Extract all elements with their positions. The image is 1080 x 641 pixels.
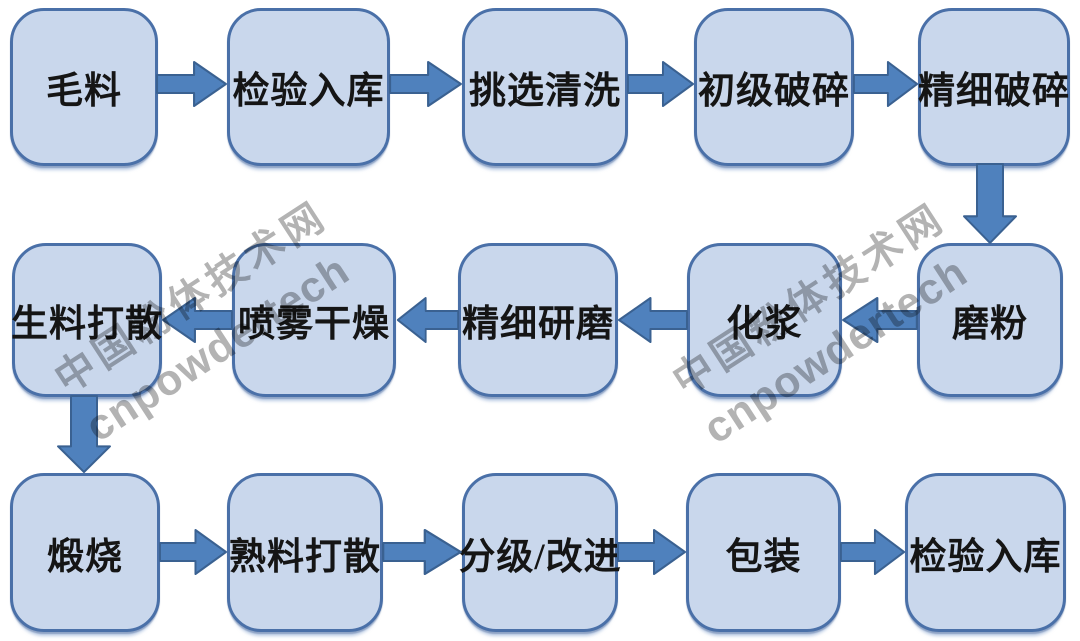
- flow-step-label: 煅烧: [47, 536, 123, 578]
- flow-step-box: 煅烧: [10, 473, 160, 632]
- flow-arrow-right-icon: [389, 61, 462, 107]
- flow-step-box: 分级/改进: [458, 473, 621, 632]
- flow-arrow-down-icon: [57, 395, 111, 474]
- flow-arrow-left-icon: [618, 297, 688, 343]
- flow-step-box: 挑选清洗: [462, 8, 628, 166]
- flow-step-box: 喷雾干燥: [232, 243, 396, 397]
- flow-step-label: 初级破碎: [698, 71, 850, 112]
- flow-arrow-right-icon: [617, 529, 686, 575]
- flow-step-box: 初级破碎: [694, 8, 854, 166]
- flow-step-box: 精细破碎: [918, 8, 1070, 166]
- flow-step-label: 分级/改进: [458, 536, 622, 578]
- flow-step-box: 精细研磨: [458, 243, 618, 397]
- flow-arrow-right-icon: [156, 61, 227, 107]
- flow-step-label: 生料打散: [11, 304, 163, 345]
- flow-step-label: 化浆: [726, 304, 803, 345]
- flow-step-label: 喷雾干燥: [238, 304, 390, 345]
- flow-step-label: 挑选清洗: [469, 71, 621, 112]
- flow-step-label: 精细破碎: [918, 71, 1070, 112]
- flow-step-box: 检验入库: [905, 473, 1066, 632]
- flow-arrow-left-icon: [162, 297, 233, 343]
- flow-arrow-left-icon: [842, 297, 918, 343]
- flow-step-label: 磨粉: [952, 304, 1028, 345]
- flow-arrow-left-icon: [396, 297, 459, 343]
- flow-step-box: 化浆: [687, 243, 842, 397]
- flow-step-label: 包装: [725, 536, 802, 578]
- flow-step-box: 检验入库: [227, 8, 390, 166]
- flow-step-label: 熟料打散: [229, 536, 381, 578]
- flow-step-label: 毛料: [46, 71, 122, 112]
- flow-step-box: 生料打散: [11, 243, 163, 397]
- flow-step-label: 检验入库: [232, 71, 385, 112]
- flow-step-label: 精细研磨: [462, 304, 614, 345]
- flow-step-box: 包装: [686, 473, 841, 632]
- flow-step-label: 检验入库: [909, 536, 1062, 578]
- flow-arrow-right-icon: [853, 61, 919, 107]
- flow-arrow-down-icon: [963, 163, 1017, 244]
- flow-arrow-right-icon: [840, 529, 906, 575]
- flow-arrow-right-icon: [627, 61, 695, 107]
- flow-step-box: 熟料打散: [227, 473, 383, 632]
- flow-step-box: 毛料: [10, 8, 158, 166]
- flow-arrow-right-icon: [159, 529, 228, 575]
- flow-step-box: 磨粉: [917, 243, 1063, 397]
- flow-arrow-right-icon: [382, 529, 462, 575]
